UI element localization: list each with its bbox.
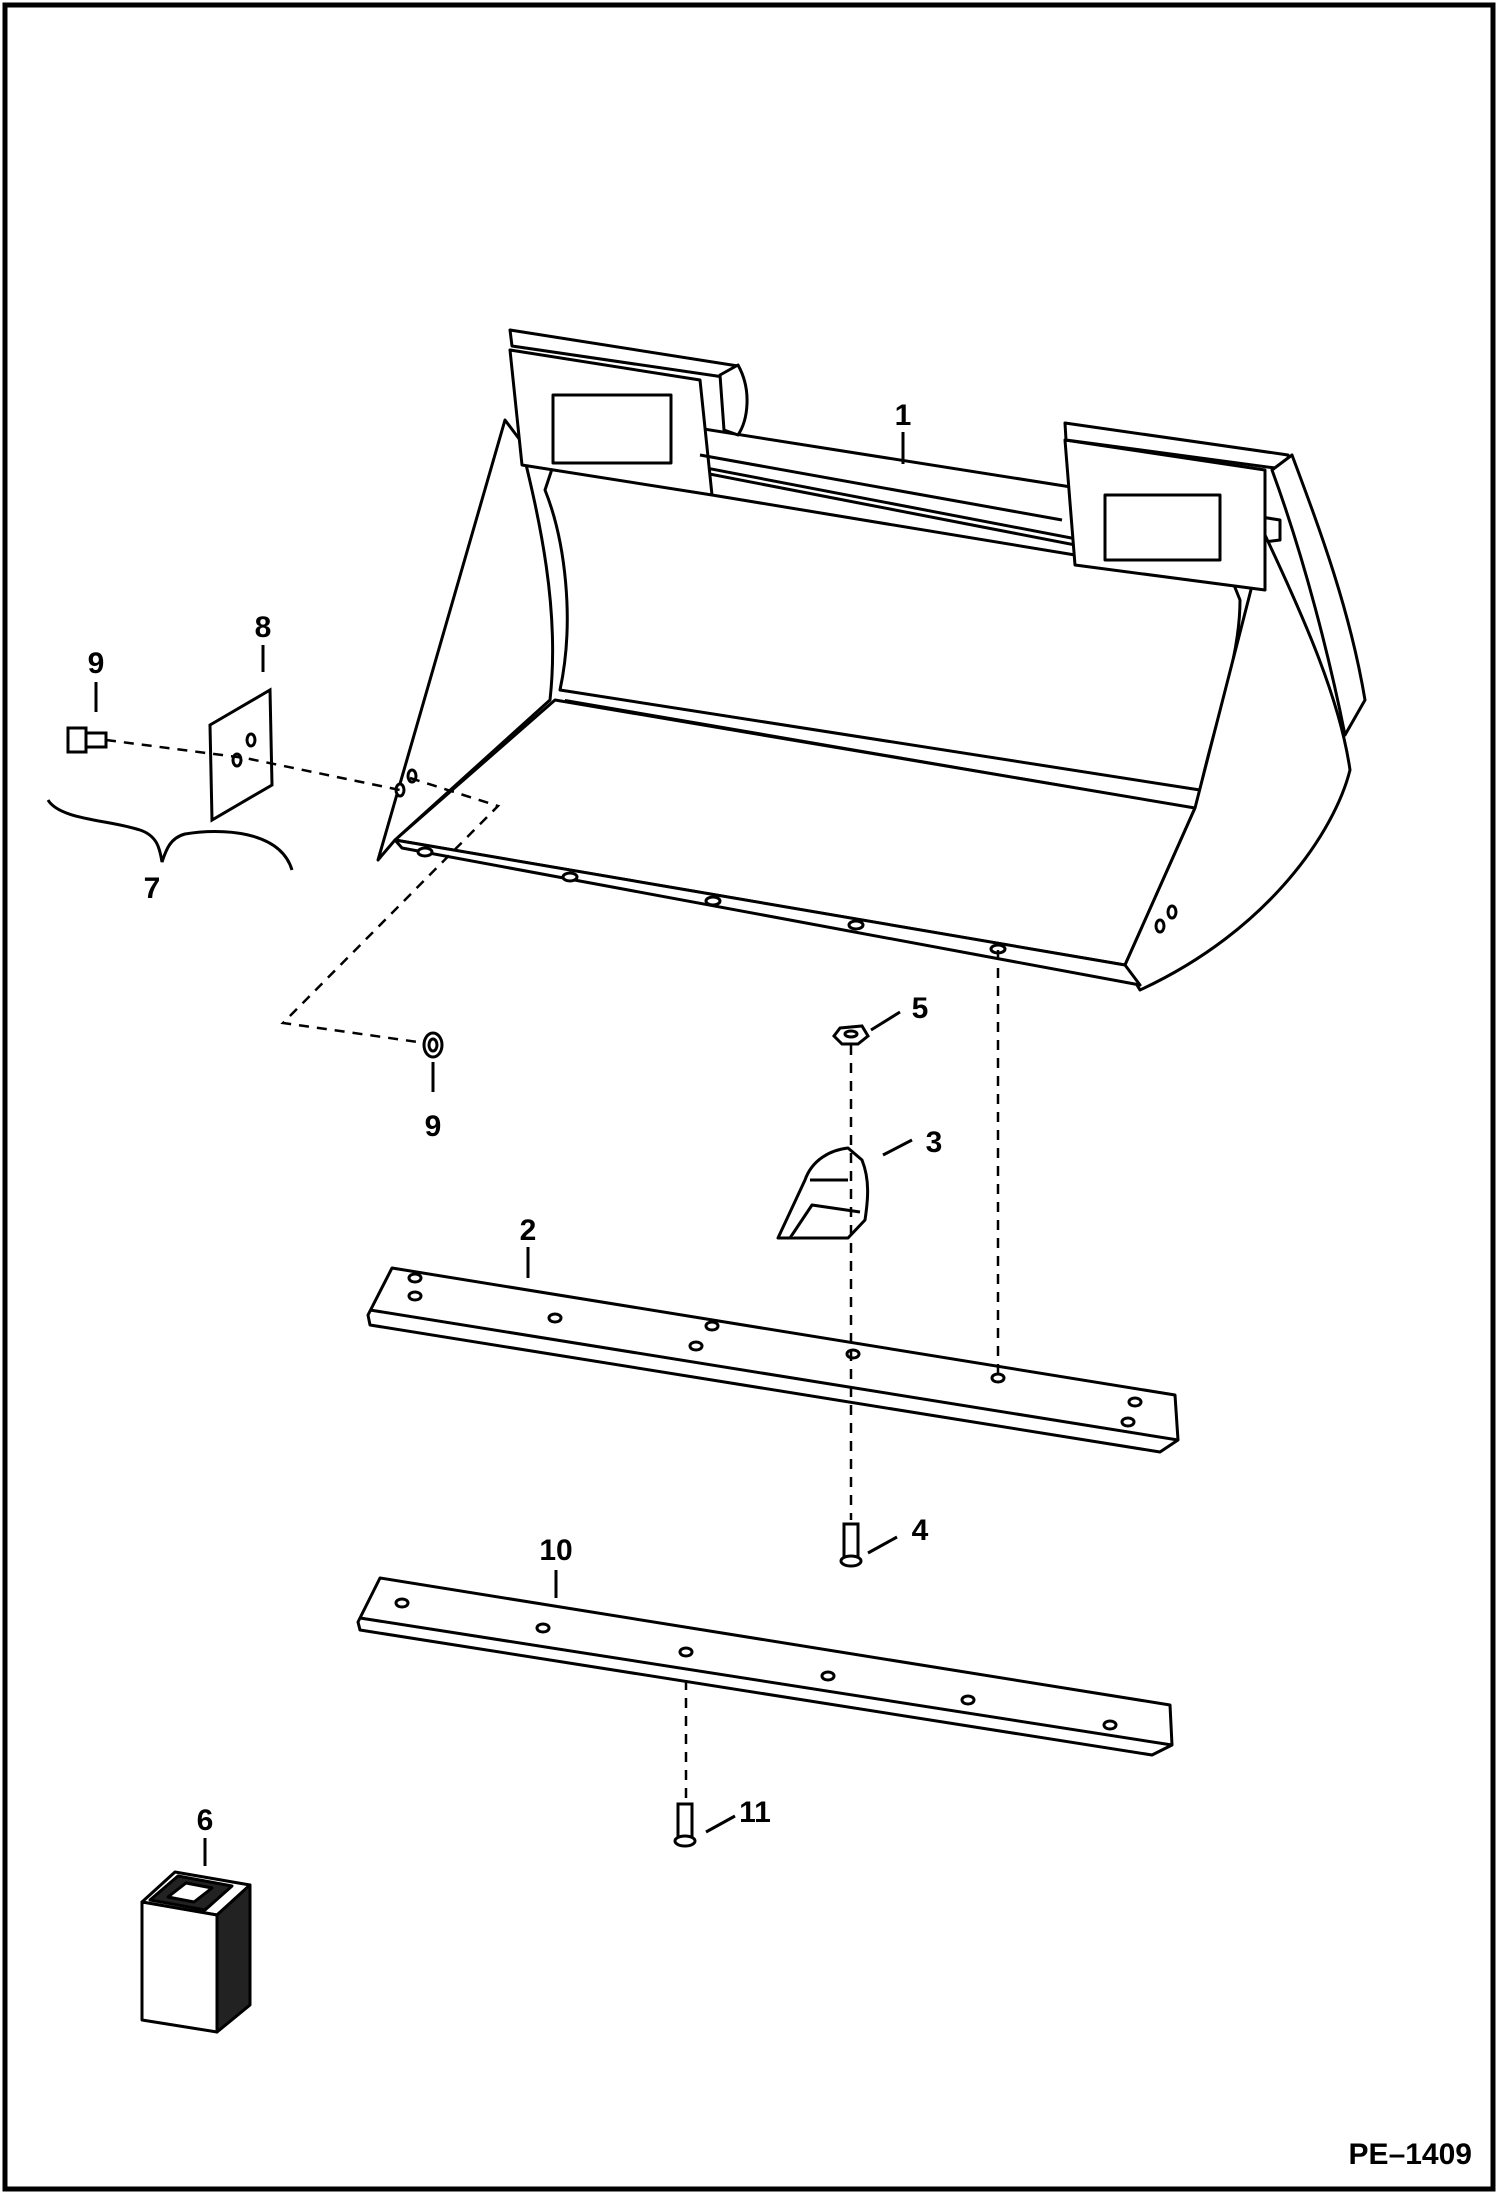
callout-7: 7 xyxy=(144,872,161,905)
callout-9-bottom: 9 xyxy=(425,1110,442,1143)
callout-5: 5 xyxy=(912,992,929,1025)
callout-10: 10 xyxy=(539,1534,572,1567)
cutting-edge-10-holes xyxy=(394,1597,1118,1731)
figure-code: PE–1409 xyxy=(1349,2138,1472,2171)
callout-1: 1 xyxy=(895,399,912,432)
tooth-part-3 xyxy=(776,1146,870,1240)
kit-box-part-6 xyxy=(140,1870,252,2034)
callout-3: 3 xyxy=(926,1126,943,1159)
bolt-part-11 xyxy=(673,1802,697,1848)
callout-6: 6 xyxy=(197,1804,214,1837)
leader-lines xyxy=(94,432,913,1866)
bucket-part xyxy=(376,328,1367,992)
nut-part-9-bottom xyxy=(422,1031,444,1059)
callout-4: 4 xyxy=(912,1514,929,1547)
callout-11: 11 xyxy=(739,1796,771,1829)
cutting-edge-part-2 xyxy=(366,1266,1180,1454)
cutting-edge-part-10 xyxy=(356,1576,1174,1757)
callout-8: 8 xyxy=(255,611,272,644)
bucket-bolt-holes xyxy=(394,768,1178,955)
bolt-part-4 xyxy=(839,1522,863,1568)
callout-9-top: 9 xyxy=(88,647,105,680)
plate-part-8 xyxy=(208,687,274,823)
assembly-dashed-lines xyxy=(105,738,1000,1800)
bolt-part-9-top xyxy=(66,726,108,754)
callout-2: 2 xyxy=(520,1214,537,1247)
nut-part-5 xyxy=(832,1024,870,1046)
cutting-edge-holes xyxy=(407,1272,1143,1428)
brace-part-7 xyxy=(46,799,294,871)
